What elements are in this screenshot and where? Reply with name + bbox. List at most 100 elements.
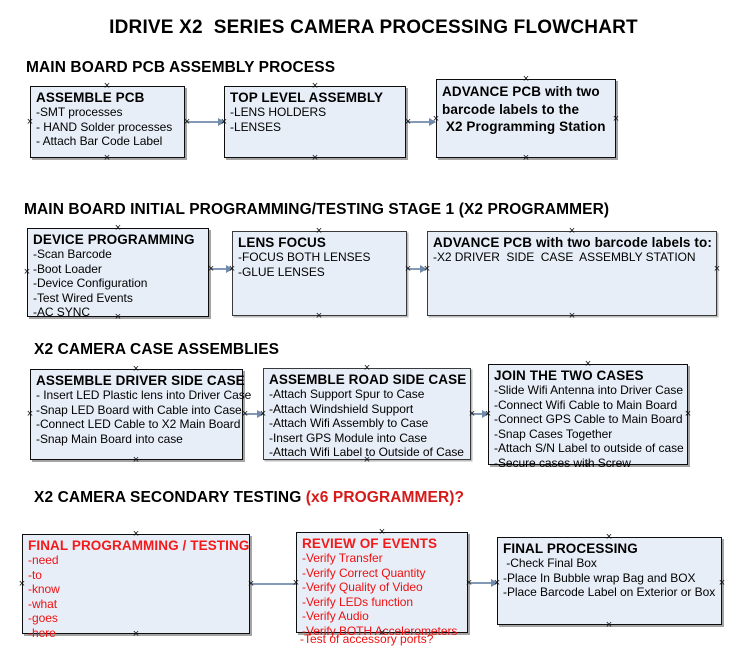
connection-handle[interactable]	[183, 118, 192, 127]
connection-handle[interactable]	[26, 118, 35, 127]
connection-handle[interactable]	[132, 630, 141, 639]
connection-handle[interactable]	[493, 579, 502, 588]
node-item: -Place Barcode Label on Exterior or Box	[503, 585, 716, 599]
connection-handle[interactable]	[718, 579, 727, 588]
section-title-text: X2 CAMERA SECONDARY TESTING	[34, 489, 306, 506]
node-item: -FOCUS BOTH LENSES	[238, 250, 371, 264]
connection-handle[interactable]	[568, 227, 577, 236]
node-item: -Verify Transfer	[302, 551, 383, 565]
connection-handle[interactable]	[378, 629, 387, 638]
connection-handle[interactable]	[568, 312, 577, 321]
node-final-programming-testing[interactable]: FINAL PROGRAMMING / TESTING -need -to -k…	[22, 534, 250, 640]
node-assemble-driver-side-case[interactable]: ASSEMBLE DRIVER SIDE CASE - Insert LED P…	[30, 369, 251, 460]
node-item: -Connect LED Cable to X2 Main Board	[36, 417, 241, 431]
page-title: IDRIVE X2 SERIES CAMERA PROCESSING FLOWC…	[109, 17, 638, 38]
connection-handle[interactable]	[584, 360, 593, 369]
connection-handle[interactable]	[315, 227, 324, 236]
connection-handle[interactable]	[432, 115, 441, 124]
node-advance-pcb-programming-station[interactable]: ADVANCE PCB with two barcode labels to t…	[436, 79, 616, 158]
node-item: -Attach S/N Label to outside of case	[494, 441, 684, 455]
connection-handle[interactable]	[26, 410, 35, 419]
connection-handle[interactable]	[23, 268, 32, 277]
node-assemble-road-side-case[interactable]: ASSEMBLE ROAD SIDE CASE -Attach Support …	[263, 368, 471, 460]
connection-handle[interactable]	[522, 75, 531, 84]
node-item: -Connect GPS Cable to Main Board	[494, 412, 683, 426]
node-item: - Attach Bar Code Label	[36, 134, 163, 148]
node-item: -Device Configuration	[33, 276, 148, 290]
node-item: -Attach Windshield Support	[269, 401, 414, 416]
node-item: -Attach Wifi Label to Outside of Case	[269, 445, 464, 459]
connection-handle[interactable]	[423, 265, 432, 274]
connection-handle[interactable]	[247, 580, 256, 589]
connector-final-prog-to-review	[251, 583, 297, 585]
connection-handle[interactable]	[363, 364, 372, 373]
connection-handle[interactable]	[378, 528, 387, 537]
connection-handle[interactable]	[220, 118, 229, 127]
node-item: -know	[28, 582, 60, 596]
connection-handle[interactable]	[468, 410, 477, 419]
node-item: -Snap Cases Together	[494, 426, 613, 441]
connection-handle[interactable]	[684, 410, 693, 419]
connection-handle[interactable]	[259, 410, 268, 419]
connection-handle[interactable]	[311, 82, 320, 91]
node-item: -Insert GPS Module into Case	[269, 430, 428, 445]
node-item: -here	[28, 625, 56, 640]
connection-handle[interactable]	[114, 313, 123, 322]
node-item: -SMT processes	[36, 105, 123, 119]
connection-handle[interactable]	[584, 461, 593, 470]
node-item-overflow: -Test of accessory ports?	[300, 632, 434, 646]
connection-handle[interactable]	[132, 365, 141, 374]
node-item: -Place In Bubble wrap Bag and BOX	[503, 570, 696, 585]
node-item: -Snap Main Board into case	[36, 431, 183, 446]
node-item: -Verify Correct Quantity	[302, 565, 426, 580]
connection-handle[interactable]	[465, 579, 474, 588]
node-final-processing[interactable]: FINAL PROCESSING -Check Final Box -Place…	[497, 537, 722, 625]
connection-handle[interactable]	[484, 410, 493, 419]
section-title-main-board-initial-programming: MAIN BOARD INITIAL PROGRAMMING/TESTING S…	[24, 201, 610, 218]
node-item: -Snap LED Board with Cable into Case	[36, 402, 242, 417]
connection-handle[interactable]	[241, 410, 250, 419]
node-title: ASSEMBLE DRIVER SIDE CASE	[36, 373, 245, 388]
connection-handle[interactable]	[103, 154, 112, 163]
node-item: -what	[28, 596, 58, 611]
node-review-of-events[interactable]: REVIEW OF EVENTS -Verify Transfer -Verif…	[296, 532, 468, 638]
node-title: ADVANCE PCB with two barcode labels to t…	[442, 84, 606, 134]
node-device-programming[interactable]: DEVICE PROGRAMMING -Scan Barcode -Boot L…	[27, 228, 209, 319]
node-item: -AC SYNC	[33, 305, 90, 319]
connection-handle[interactable]	[363, 456, 372, 465]
connection-handle[interactable]	[228, 265, 237, 274]
node-lens-focus[interactable]: LENS FOCUS -FOCUS BOTH LENSES -GLUE LENS…	[232, 231, 407, 316]
node-advance-pcb-driver-side[interactable]: ADVANCE PCB with two barcode labels to: …	[427, 231, 717, 316]
connection-handle[interactable]	[404, 118, 413, 127]
node-title: JOIN THE TWO CASES	[494, 368, 644, 383]
node-item: -Verify Quality of Video	[302, 580, 423, 594]
connection-handle[interactable]	[18, 580, 27, 589]
connection-handle[interactable]	[292, 579, 301, 588]
connection-handle[interactable]	[207, 265, 216, 274]
connection-handle[interactable]	[132, 530, 141, 539]
node-top-level-assembly[interactable]: TOP LEVEL ASSEMBLY -LENS HOLDERS -LENSES	[224, 86, 406, 158]
node-assemble-pcb[interactable]: ASSEMBLE PCB -SMT processes - HAND Solde…	[30, 86, 185, 158]
connection-handle[interactable]	[522, 154, 531, 163]
node-title: ASSEMBLE ROAD SIDE CASE	[269, 372, 467, 387]
connection-handle[interactable]	[311, 154, 320, 163]
node-join-the-two-cases[interactable]: JOIN THE TWO CASES -Slide Wifi Antenna i…	[488, 364, 688, 470]
connection-handle[interactable]	[605, 621, 614, 630]
connection-handle[interactable]	[132, 456, 141, 465]
connection-handle[interactable]	[315, 312, 324, 321]
connection-handle[interactable]	[713, 265, 722, 274]
node-item: -need	[28, 553, 59, 567]
connection-handle[interactable]	[605, 533, 614, 542]
node-item: -X2 DRIVER SIDE CASE ASSEMBLY STATION	[433, 250, 696, 264]
section-title-x2-camera-secondary-testing: X2 CAMERA SECONDARY TESTING (x6 PROGRAMM…	[34, 489, 464, 507]
connection-handle[interactable]	[404, 265, 413, 274]
connection-handle[interactable]	[114, 224, 123, 233]
connection-handle[interactable]	[612, 115, 621, 124]
node-title: FINAL PROCESSING	[503, 541, 638, 556]
node-item: -to	[28, 567, 42, 582]
node-item: -Attach Support Spur to Case	[269, 387, 425, 401]
node-item: -Scan Barcode	[33, 247, 112, 261]
connection-handle[interactable]	[103, 82, 112, 91]
node-item: -GLUE LENSES	[238, 264, 325, 279]
node-item: -Verify BOTH Accelerometers	[302, 623, 458, 638]
